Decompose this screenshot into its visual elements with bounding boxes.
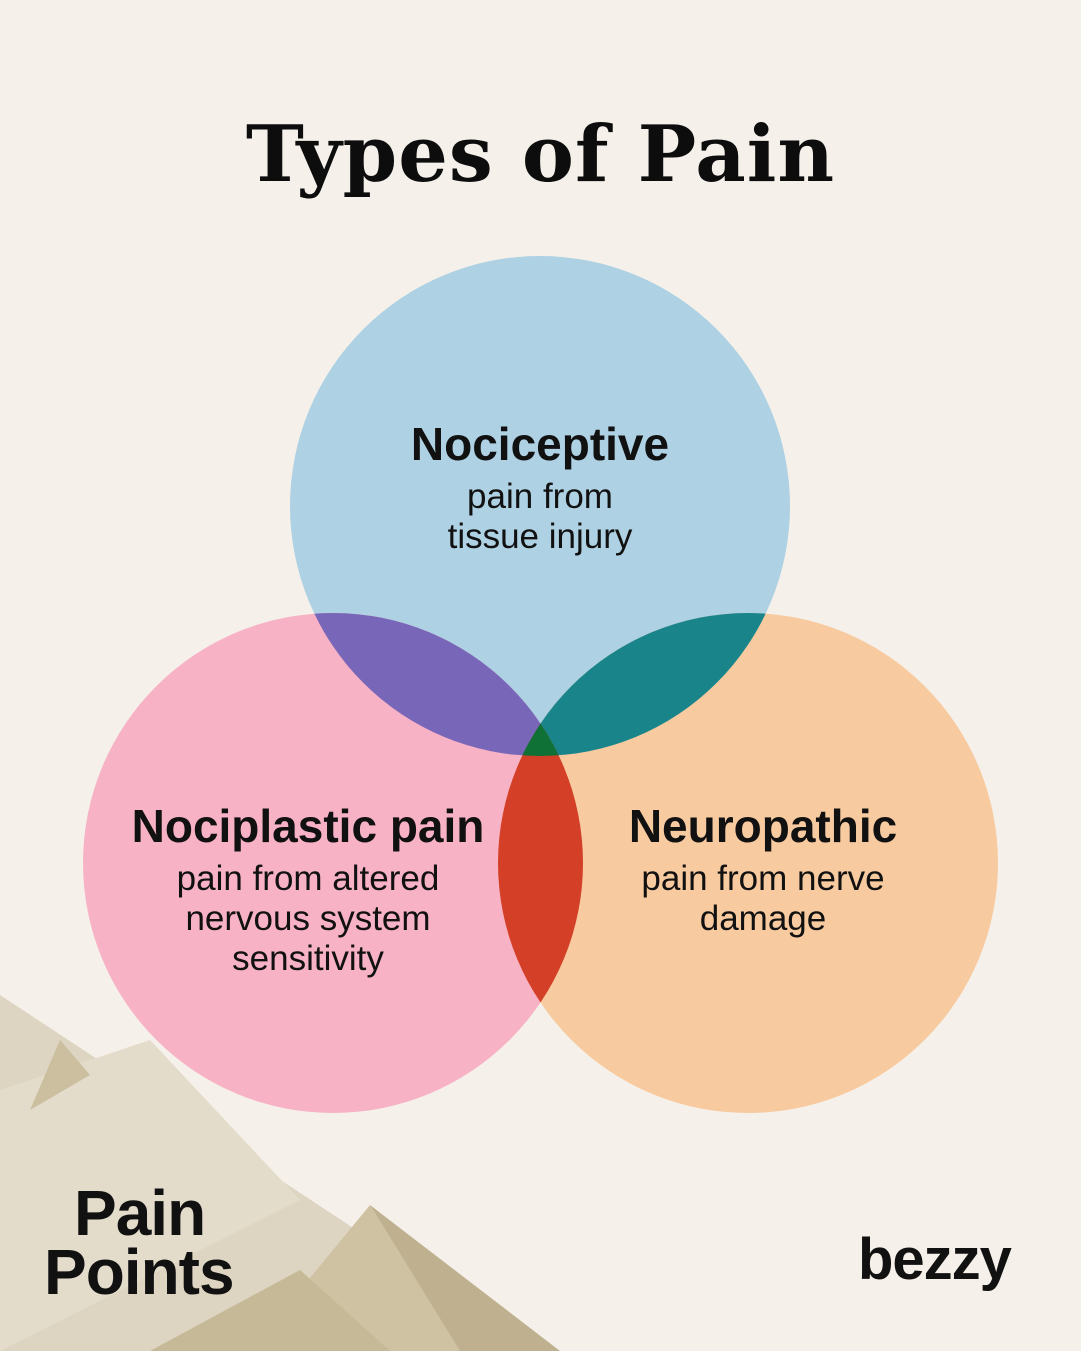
nociceptive-title: Nociceptive (410, 418, 670, 470)
page-title: Types of Pain (245, 109, 836, 200)
pain-points-logo-line-2: Points (44, 1235, 235, 1308)
neuropathic-desc-line-1: pain from nerve (641, 858, 885, 898)
label-nociceptive: Nociceptive pain from tissue injury (340, 418, 740, 557)
bezzy-logo: bezzy (858, 1227, 1012, 1292)
nociplastic-title: Nociplastic pain (131, 800, 485, 852)
nociplastic-desc-line-2: nervous system (185, 899, 431, 939)
label-neuropathic: Neuropathic pain from nerve damage (563, 800, 963, 939)
nociplastic-desc-line-1: pain from altered (176, 858, 440, 898)
neuropathic-desc-line-2: damage (699, 899, 827, 939)
pain-points-logo: Pain Points (44, 1177, 254, 1308)
nociceptive-desc-line-1: pain from (467, 476, 613, 516)
decor-shape-small (30, 1040, 90, 1110)
decor-shape-peak-shade (370, 1205, 560, 1351)
decor-shape-low (150, 1270, 390, 1351)
pain-points-logo-line-1: Pain (74, 1177, 206, 1249)
overlap-nociceptive-nociplastic (290, 613, 583, 756)
neuropathic-title: Neuropathic (628, 800, 898, 852)
nociceptive-desc-line-2: tissue injury (447, 517, 633, 557)
nociplastic-desc-line-3: sensitivity (232, 939, 384, 979)
decor-shape-soft (0, 1040, 300, 1351)
decorative-mountains (0, 995, 560, 1351)
label-nociplastic: Nociplastic pain pain from altered nervo… (108, 800, 508, 980)
overlap-nociceptive-neuropathic (498, 613, 790, 756)
